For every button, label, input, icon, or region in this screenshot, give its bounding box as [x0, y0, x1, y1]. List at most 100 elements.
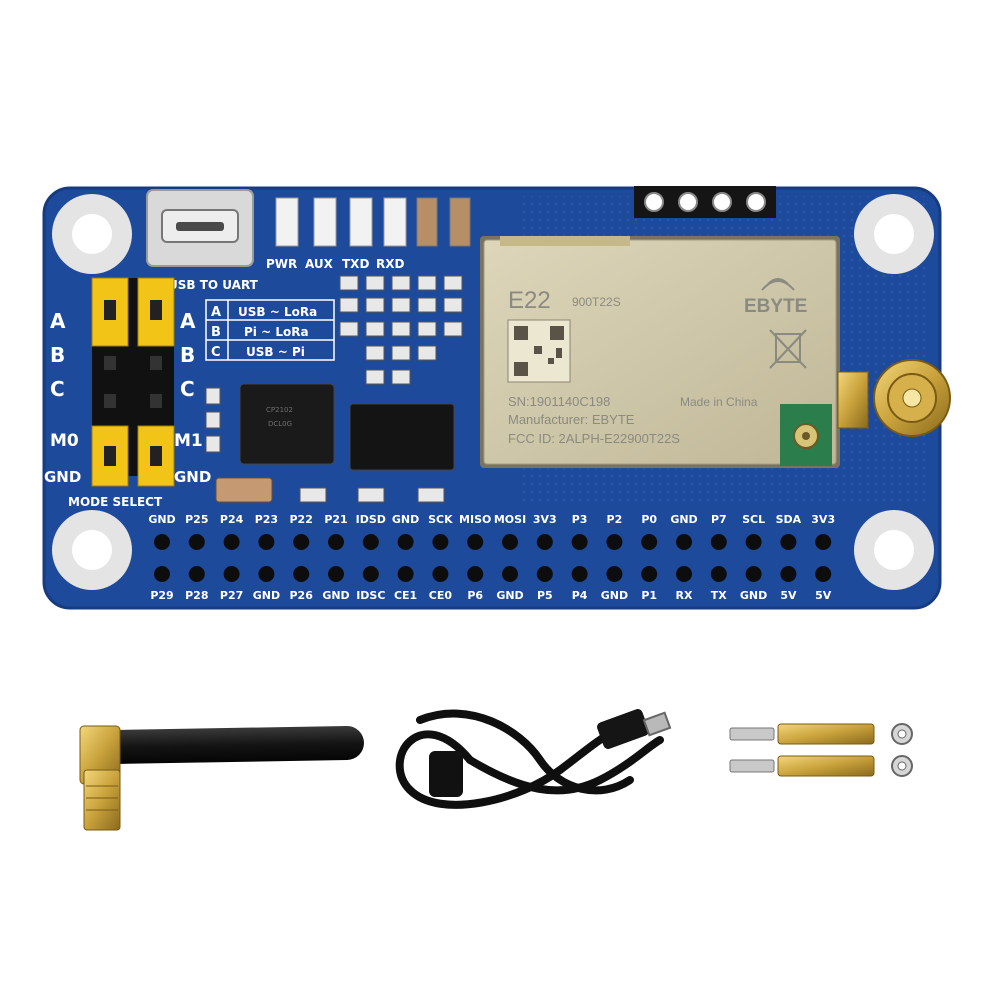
gpio-top-label: P22: [290, 513, 313, 526]
module-fcc: FCC ID: 2ALPH-E22900T22S: [508, 431, 680, 446]
gpio-pin: [745, 534, 762, 550]
gpio-bottom-label: 5V: [815, 589, 832, 602]
gpio-pin: [676, 566, 692, 582]
usb-uart-chip: CP2102 DCL0G: [239, 383, 335, 465]
level-shifter-chip: [349, 403, 455, 471]
m1-label: M1: [174, 431, 203, 451]
gpio-bottom-label: P27: [220, 589, 243, 602]
gpio-pin: [432, 534, 449, 550]
gpio-pin: [293, 534, 310, 550]
gpio-top-label: 3V3: [533, 513, 557, 526]
gpio-pin: [467, 566, 484, 582]
mode-table: [205, 299, 335, 361]
jumper-row-b-left: B: [50, 343, 65, 367]
gpio-pin: [223, 566, 240, 582]
gpio-top-label: GND: [670, 513, 697, 526]
gpio-top-label: P24: [220, 513, 244, 526]
gpio-bottom-label: P28: [185, 589, 208, 602]
led-label-pwr: PWR: [266, 257, 297, 271]
gpio-pin: [710, 534, 727, 550]
gpio-pin: [293, 566, 310, 582]
gpio-top-label: SDA: [776, 513, 802, 526]
gpio-pin: [154, 534, 170, 550]
gpio-bottom-label: GND: [496, 589, 523, 602]
mode-text-c: USB ~ Pi: [246, 345, 305, 359]
gpio-pin: [502, 534, 518, 550]
gpio-bottom-label: P1: [641, 589, 657, 602]
gpio-bottom-label: CE1: [394, 589, 417, 602]
gpio-top-label: P0: [641, 513, 657, 526]
mounting-hole-bottom-left: [52, 510, 132, 590]
gpio-pin: [710, 566, 727, 582]
module-manufacturer: Manufacturer: EBYTE: [508, 412, 635, 427]
jumper-row-b-right: B: [180, 343, 195, 367]
gpio-bottom-label: P6: [467, 589, 483, 602]
lora-hat-board: USB TO UART PWR AUX TXD RXD: [42, 186, 951, 610]
gpio-pin: [815, 566, 832, 582]
mode-key-c: C: [211, 345, 221, 360]
module-model: E22: [508, 287, 551, 314]
jumper-row-c-left: C: [50, 377, 65, 401]
gpio-top-label: P23: [255, 513, 278, 526]
mode-select-label: MODE SELECT: [68, 495, 163, 509]
gpio-pin: [571, 566, 588, 582]
gpio-top-label: MISO: [459, 513, 491, 526]
jumper-row-a-right: A: [180, 309, 196, 333]
weee-bin-icon: [769, 329, 807, 369]
lora-module: [480, 236, 840, 468]
sma-connector: [837, 359, 951, 437]
module-serial: SN:1901140C198: [508, 394, 610, 409]
gpio-pin: [328, 534, 344, 550]
gpio-pin: [571, 534, 588, 550]
gpio-top-label: P7: [711, 513, 727, 526]
smd-components: [205, 275, 463, 503]
gpio-bottom-label: P29: [150, 589, 173, 602]
gpio-pin: [397, 566, 414, 582]
gpio-top-label: P21: [324, 513, 347, 526]
gpio-bottom-label: RX: [676, 589, 693, 602]
gpio-pin: [362, 566, 379, 582]
gpio-bottom-label: 5V: [780, 589, 797, 602]
mounting-hole-top-left: [52, 194, 132, 274]
antenna-icon: [79, 725, 364, 831]
gpio-pin: [745, 566, 762, 582]
gpio-bottom-label: IDSC: [356, 589, 385, 602]
led-label-txd: TXD: [342, 257, 369, 271]
mode-key-a: A: [211, 305, 221, 320]
gpio-bottom-label: P5: [537, 589, 553, 602]
nut-icon: [891, 723, 913, 777]
gpio-bottom-label: GND: [253, 589, 280, 602]
gpio-top-label: SCK: [428, 513, 453, 526]
gpio-top-label: IDSD: [356, 513, 386, 526]
gpio-bottom-label: GND: [740, 589, 767, 602]
gpio-top-label: P25: [185, 513, 208, 526]
ebyte-logo: [761, 278, 795, 291]
gpio-bottom-label: P4: [572, 589, 588, 602]
gpio-pin: [676, 534, 692, 550]
jumper-header: [91, 277, 175, 487]
gpio-pin: [432, 566, 449, 582]
gpio-bottom-label: CE0: [429, 589, 453, 602]
gpio-pin: [188, 566, 205, 582]
mode-text-b: Pi ~ LoRa: [244, 325, 309, 339]
svg-text:DCL0G: DCL0G: [268, 420, 292, 428]
gpio-pin: [780, 566, 797, 582]
gpio-bottom-label: TX: [711, 589, 728, 602]
gpio-pin: [536, 534, 553, 550]
gpio-top-label: P3: [572, 513, 588, 526]
gpio-bottom-label: P26: [290, 589, 314, 602]
gpio-pin: [362, 534, 379, 550]
capacitor: [215, 477, 273, 503]
gpio-top-label: GND: [392, 513, 419, 526]
jumper-row-c-right: C: [180, 377, 195, 401]
gpio-pin: [397, 534, 414, 550]
gpio-pin: [328, 566, 344, 582]
gpio-pin: [188, 534, 205, 550]
micro-usb-port: [146, 189, 254, 267]
gpio-pin: [258, 534, 275, 550]
gpio-pin: [502, 566, 518, 582]
mounting-hole-bottom-right: [854, 510, 934, 590]
